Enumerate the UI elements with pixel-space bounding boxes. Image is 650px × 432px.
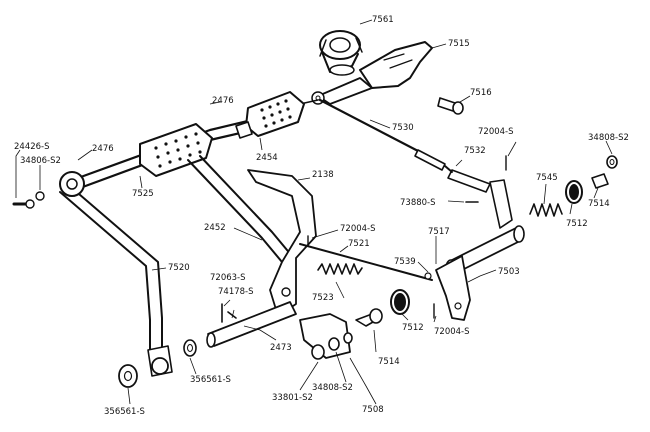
pedal-shaft-part — [206, 301, 297, 348]
release-fork-part — [311, 41, 433, 105]
label-72063-s: 72063-S — [210, 273, 246, 283]
cross-shaft-nut-part — [591, 155, 618, 189]
label-7561: 7561 — [372, 15, 394, 25]
label-2452: 2452 — [204, 223, 226, 233]
label-7532: 7532 — [464, 146, 486, 156]
label-7530: 7530 — [392, 123, 414, 133]
bracket-bushing-part — [390, 289, 410, 315]
clutch-pedal-arm-part — [187, 121, 293, 263]
label-7539: 7539 — [394, 257, 416, 267]
label-7517: 7517 — [428, 227, 450, 237]
label-34808-s2-right: 34808-S2 — [588, 133, 629, 143]
brake-pedal-pad-part — [139, 123, 213, 177]
label-7514-right: 7514 — [588, 199, 610, 209]
label-2454: 2454 — [256, 153, 278, 163]
label-7525: 7525 — [132, 189, 154, 199]
bracket-stud-part — [355, 308, 383, 327]
label-356561-s-bottom: 356561-S — [104, 407, 145, 417]
label-72004-s-bottom: 72004-S — [434, 327, 470, 337]
label-34806-s2: 34806-S2 — [20, 156, 61, 166]
leader-lines — [15, 19, 613, 405]
label-7516: 7516 — [470, 88, 492, 98]
label-7545: 7545 — [536, 173, 558, 183]
connecting-rod-part — [299, 243, 433, 281]
label-7521: 7521 — [348, 239, 370, 249]
label-7508: 7508 — [362, 405, 384, 415]
label-7512-center: 7512 — [402, 323, 424, 333]
clutch-pedal-pad-part — [245, 91, 305, 137]
bracket-plate-part — [299, 313, 353, 360]
label-7512-right: 7512 — [566, 219, 588, 229]
fork-pivot-stud-part — [437, 97, 464, 115]
return-spring-part — [317, 263, 363, 275]
label-72004-s-top: 72004-S — [478, 127, 514, 137]
label-24426-s: 24426-S — [14, 142, 50, 152]
part-labels: 7561 7515 7516 2476 2476 24426-S 34806-S… — [14, 15, 629, 417]
cross-shaft-part — [435, 179, 525, 321]
label-7523: 7523 — [312, 293, 334, 303]
label-7503: 7503 — [498, 267, 520, 277]
label-34808-s2-bottom: 34808-S2 — [312, 383, 353, 393]
rod-clevis-part — [414, 149, 491, 193]
cross-shaft-spring-part — [529, 203, 563, 217]
brake-pedal-arm-part — [59, 171, 173, 377]
cross-shaft-bushing-part — [565, 180, 583, 204]
label-2476-left: 2476 — [92, 144, 114, 154]
label-33801-s2: 33801-S2 — [272, 393, 313, 403]
label-7520: 7520 — [168, 263, 190, 273]
label-72004-s-mid: 72004-S — [340, 224, 376, 234]
label-74178-s: 74178-S — [218, 287, 254, 297]
pedal-washer-parts — [118, 339, 197, 388]
label-2476-top: 2476 — [212, 96, 234, 106]
label-356561-s-mid: 356561-S — [190, 375, 231, 385]
label-73880-s: 73880-S — [400, 198, 436, 208]
label-2473: 2473 — [270, 343, 292, 353]
label-7515: 7515 — [448, 39, 470, 49]
label-7514-center: 7514 — [378, 357, 400, 367]
release-bearing-part — [319, 30, 363, 76]
label-2138: 2138 — [312, 170, 334, 180]
bolt-and-pin-parts — [12, 155, 507, 323]
